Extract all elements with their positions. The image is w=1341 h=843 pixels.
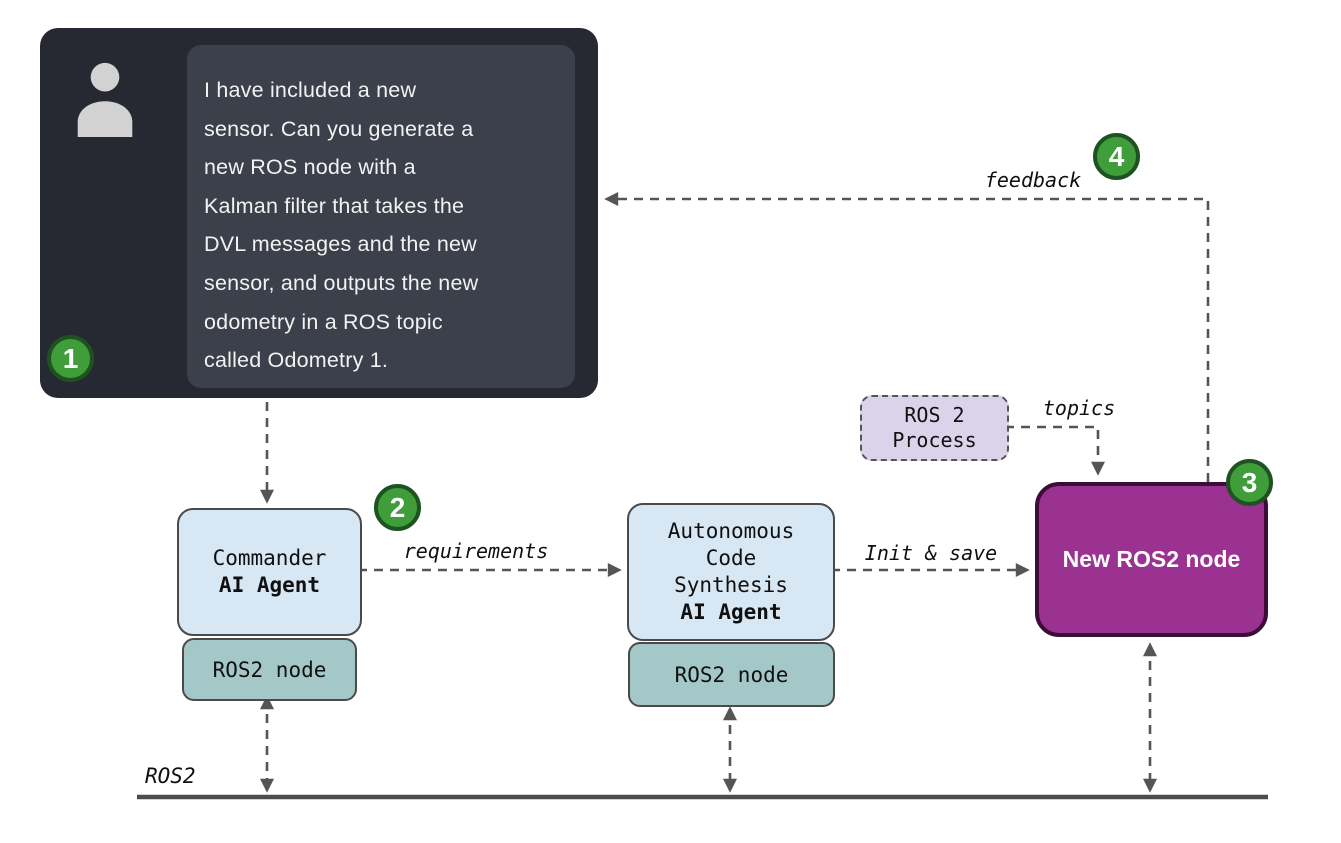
synthesis-agent-subtitle: AI Agent xyxy=(680,600,782,624)
user-message-line: sensor, and outputs the new xyxy=(204,270,479,295)
commander-agent-subtitle: AI Agent xyxy=(218,573,321,597)
synthesis-ros2-node-label: ROS2 node xyxy=(674,662,789,687)
commander-ros2-node-label: ROS2 node xyxy=(212,657,327,682)
edge-label-init-save: Init & save xyxy=(864,541,998,565)
step-badge-1: 1 xyxy=(47,335,94,382)
step-badge-4: 4 xyxy=(1093,133,1140,180)
commander-ros2-node: ROS2 node xyxy=(182,638,357,701)
user-message-line: called Odometry 1. xyxy=(204,348,389,373)
user-message-line: Kalman filter that takes the xyxy=(204,193,465,218)
edge-topics xyxy=(1005,425,1105,476)
new-ros2-node: New ROS2 node xyxy=(1035,482,1268,637)
synthesis-agent-title-line: Autonomous xyxy=(667,519,795,543)
edge-label-requirements: requirements xyxy=(403,539,549,563)
step-badge-2: 2 xyxy=(374,484,421,531)
user-message-bubble: I have included a new sensor. Can you ge… xyxy=(40,28,598,398)
ros2-process-node: ROS 2 Process xyxy=(860,395,1009,461)
synthesis-agent-node: Autonomous Code Synthesis AI Agent xyxy=(627,503,835,641)
synthesis-ros2-node: ROS2 node xyxy=(628,642,835,707)
ros2-process-line: ROS 2 xyxy=(904,403,965,427)
edge-label-feedback: feedback xyxy=(984,168,1082,192)
edge-label-topics: topics xyxy=(1042,396,1116,420)
user-message-line: odometry in a ROS topic xyxy=(204,309,443,334)
user-message-line: DVL messages and the new xyxy=(204,232,477,257)
synthesis-agent-title-line: Code xyxy=(705,546,757,570)
commander-agent-node: Commander AI Agent xyxy=(177,508,362,636)
user-message-line: sensor. Can you generate a xyxy=(204,116,474,141)
user-message-line: I have included a new xyxy=(204,78,417,102)
user-message-line: new ROS node with a xyxy=(204,155,416,180)
step-badge-3: 3 xyxy=(1226,459,1273,506)
user-message: I have included a new sensor. Can you ge… xyxy=(187,45,575,388)
ros2-bus-label: ROS2 xyxy=(145,764,196,788)
new-ros2-node-label: New ROS2 node xyxy=(1062,546,1241,572)
commander-agent-title: Commander xyxy=(212,546,327,570)
ros2-process-line: Process xyxy=(892,428,977,452)
synthesis-agent-title-line: Synthesis xyxy=(674,573,788,597)
user-avatar-icon xyxy=(66,54,144,147)
